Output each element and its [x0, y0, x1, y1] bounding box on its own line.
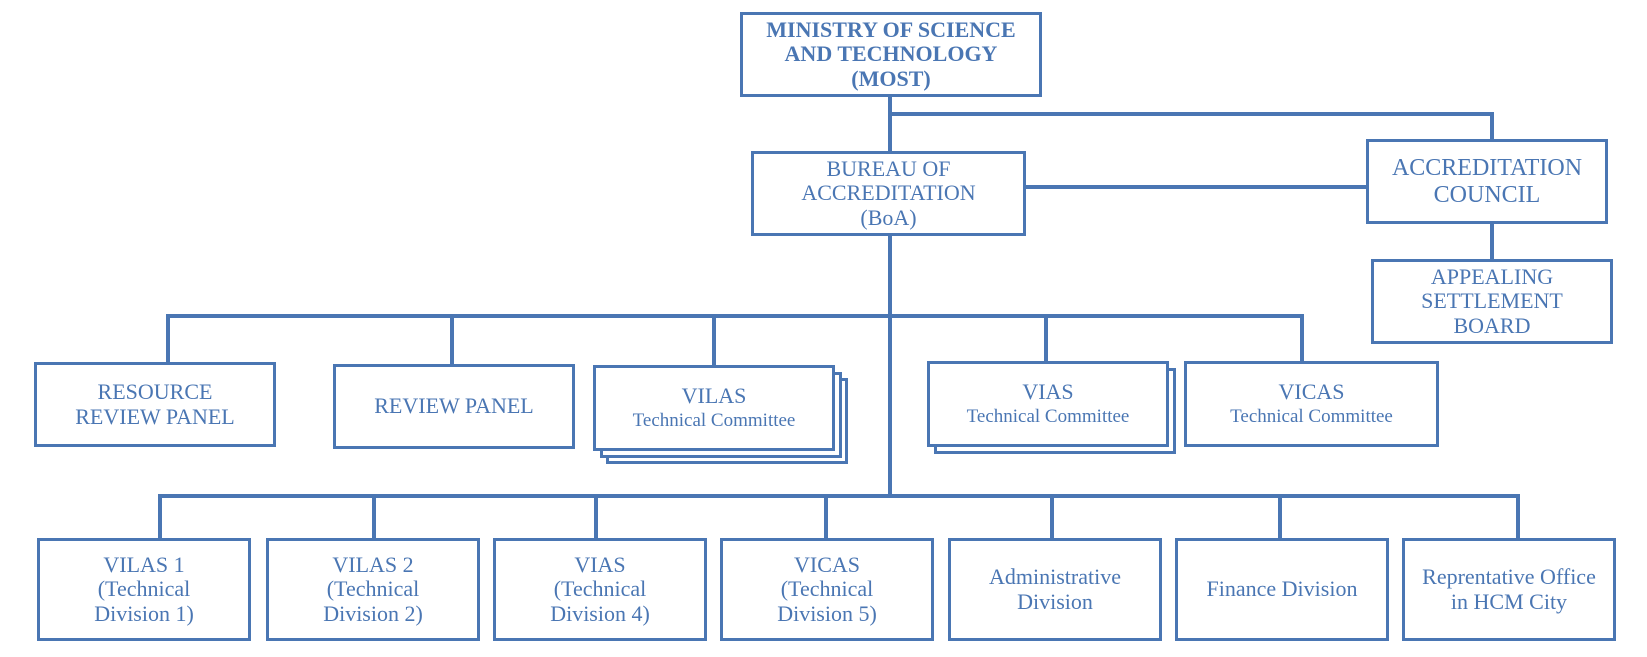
review-panel-line: REVIEW PANEL	[374, 393, 534, 419]
vilas2-division-box: VILAS 2 (Technical Division 2)	[266, 538, 480, 641]
most-line: AND TECHNOLOGY	[784, 41, 998, 67]
review-panel-box: REVIEW PANEL	[333, 364, 575, 449]
resource-review-line: RESOURCE	[97, 379, 213, 405]
council-line: ACCREDITATION	[1391, 155, 1583, 182]
representative-office-box: Reprentative Office in HCM City	[1402, 538, 1616, 641]
vilas2-line: VILAS 2	[332, 552, 414, 578]
boa-line: ACCREDITATION	[801, 180, 976, 206]
accreditation-council-box: ACCREDITATION COUNCIL	[1366, 139, 1608, 224]
vilas2-line: Division 2)	[323, 600, 423, 626]
resource-review-panel-box: RESOURCE REVIEW PANEL	[34, 362, 276, 447]
vilas-tc-line: VILAS	[681, 382, 747, 408]
vicas-division-box: VICAS (Technical Division 5)	[720, 538, 934, 641]
vilas1-line: Division 1)	[94, 600, 194, 626]
vilas1-line: VILAS 1	[103, 552, 185, 578]
vilas2-line: (Technical	[326, 576, 420, 602]
finance-line: Finance Division	[1206, 576, 1358, 602]
council-line: COUNCIL	[1433, 181, 1541, 208]
vias-line: Division 4)	[550, 600, 650, 626]
admin-line: Division	[1017, 588, 1093, 614]
finance-division-box: Finance Division	[1175, 538, 1389, 641]
vilas1-division-box: VILAS 1 (Technical Division 1)	[37, 538, 251, 641]
rep-office-line: in HCM City	[1450, 588, 1568, 614]
rep-office-line: Reprentative Office	[1422, 564, 1596, 590]
resource-review-line: REVIEW PANEL	[75, 403, 235, 429]
vicas-technical-committee-box: VICAS Technical Committee	[1184, 361, 1439, 447]
vicas-line: VICAS	[793, 552, 860, 578]
vicas-tc-line: Technical Committee	[1230, 406, 1393, 428]
vias-tc-line: VIAS	[1022, 378, 1074, 404]
appeal-line: APPEALING	[1430, 264, 1554, 290]
most-line: (MOST)	[851, 65, 931, 91]
boa-line: (BoA)	[860, 204, 917, 230]
vicas-line: (Technical	[780, 576, 874, 602]
vias-tc-line: Technical Committee	[966, 406, 1130, 428]
appealing-settlement-board-box: APPEALING SETTLEMENT BOARD	[1371, 259, 1613, 344]
administrative-division-box: Administrative Division	[948, 538, 1162, 641]
vicas-line: Division 5)	[777, 600, 877, 626]
vicas-tc-line: VICAS	[1278, 378, 1345, 404]
boa-box: BUREAU OF ACCREDITATION (BoA)	[751, 151, 1026, 236]
most-line: MINISTRY OF SCIENCE	[766, 17, 1016, 43]
appeal-line: SETTLEMENT	[1421, 288, 1563, 314]
appeal-line: BOARD	[1453, 312, 1531, 338]
vias-line: (Technical	[553, 576, 647, 602]
vias-division-box: VIAS (Technical Division 4)	[493, 538, 707, 641]
boa-line: BUREAU OF	[826, 156, 951, 182]
vilas-technical-committee-box: VILAS Technical Committee	[593, 365, 835, 451]
vilas1-line: (Technical	[97, 576, 191, 602]
vias-technical-committee-box: VIAS Technical Committee	[927, 361, 1169, 447]
admin-line: Administrative	[989, 564, 1121, 590]
vias-line: VIAS	[574, 552, 626, 578]
most-box: MINISTRY OF SCIENCE AND TECHNOLOGY (MOST…	[740, 12, 1042, 97]
vilas-tc-line: Technical Committee	[632, 410, 796, 432]
